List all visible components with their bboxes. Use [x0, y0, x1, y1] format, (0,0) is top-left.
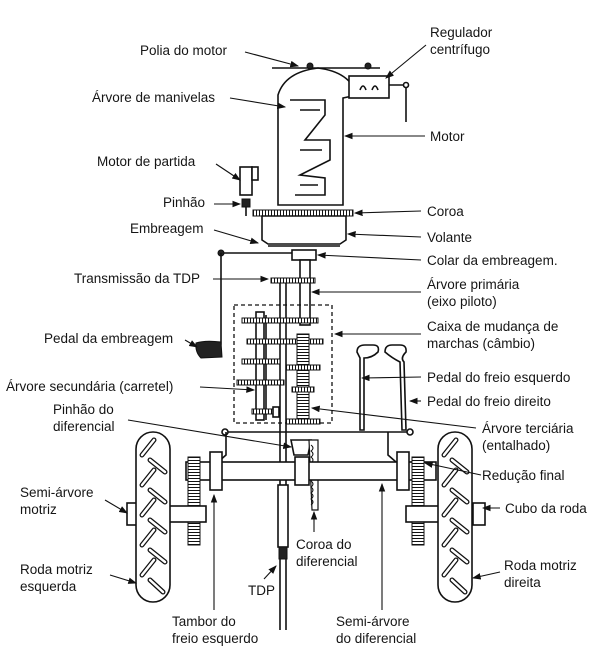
label-wheel-hub: Cubo da roda [505, 501, 587, 516]
clutch-pedal [195, 340, 223, 359]
differential-axle [185, 461, 437, 481]
label-drive-half-shaft: Semi-árvore motriz [20, 485, 94, 517]
left-final-reduction-gear [187, 456, 201, 546]
label-tertiary-shaft: Árvore terciária (entalhado) [482, 421, 574, 453]
left-drive-wheel [135, 431, 171, 603]
label-starter-motor: Motor de partida [97, 154, 196, 169]
right-brake-drum [396, 451, 410, 491]
right-drive-wheel [437, 431, 473, 603]
engine-pulley [306, 62, 314, 70]
flywheel-ring-gear [252, 209, 354, 217]
label-final-reduction: Redução final [482, 468, 565, 483]
label-secondary-shaft: Árvore secundária (carretel) [6, 379, 174, 394]
leader-arrows [104, 44, 501, 610]
starter-motor [239, 166, 259, 216]
pto-transmission-gear [270, 277, 316, 284]
left-brake-drum [209, 451, 223, 491]
right-final-reduction-gear [411, 456, 425, 546]
clutch-collar [291, 249, 317, 261]
differential-pinion [290, 439, 312, 456]
secondary-shaft [255, 311, 265, 421]
label-clutch: Embreagem [130, 221, 204, 236]
label-clutch-collar: Colar da embreagem. [427, 253, 558, 268]
label-pto: TDP [248, 583, 275, 598]
label-right-brake-pedal: Pedal do freio direito [427, 394, 551, 409]
label-primary-shaft: Árvore primária (eixo piloto) [427, 277, 520, 309]
label-pinion: Pinhão [163, 195, 206, 210]
label-engine-pulley: Polia do motor [140, 43, 228, 58]
brake-pedals [356, 344, 407, 431]
differential-housing [294, 456, 310, 486]
label-crankshaft: Árvore de manivelas [92, 90, 216, 105]
label-flywheel: Volante [427, 230, 473, 245]
label-clutch-pedal: Pedal da embreagem [44, 331, 174, 346]
gearbox-housing [233, 304, 333, 424]
crankshaft [290, 99, 331, 196]
label-differential-pinion: Pinhão do diferencial [53, 402, 115, 434]
label-engine: Motor [430, 129, 465, 144]
centrifugal-governor [348, 62, 410, 122]
pto-stub [278, 546, 288, 560]
label-differential-ring-gear: Coroa do diferencial [296, 537, 358, 569]
flywheel [261, 215, 347, 245]
label-left-brake-pedal: Pedal do freio esquerdo [427, 370, 571, 385]
label-centrifugal-governor: Regulador centrífugo [430, 25, 493, 57]
primary-shaft [299, 259, 311, 326]
right-wheel-hub [472, 502, 486, 526]
label-right-drive-wheel: Roda motriz direita [504, 558, 577, 590]
label-ring-gear: Coroa [427, 204, 464, 219]
label-gearbox: Caixa de mudança de marchas (câmbio) [427, 319, 559, 351]
label-left-brake-drum: Tambor do freio esquerdo [172, 614, 259, 646]
label-differential-half-shaft: Semi-árvore do diferencial [336, 614, 417, 646]
label-pto-transmission: Transmissão da TDP [74, 271, 201, 286]
label-left-drive-wheel: Roda motriz esquerda [20, 562, 93, 594]
clutch-pedal-arm [211, 253, 222, 353]
pto-shaft [277, 484, 289, 548]
tertiary-splined-shaft [296, 333, 310, 425]
